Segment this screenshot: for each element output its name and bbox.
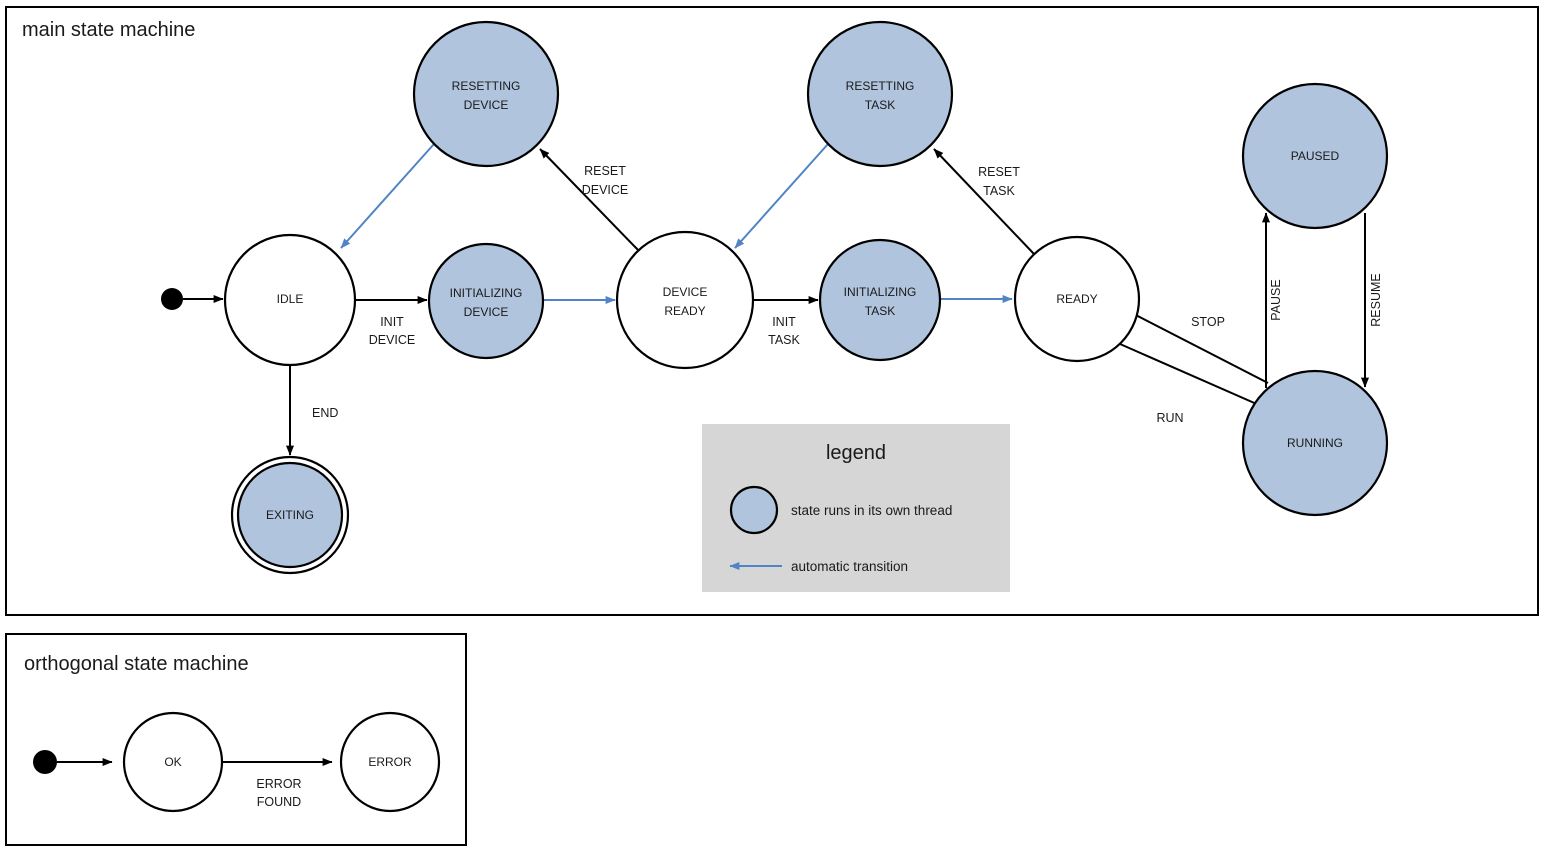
state-label-line1: DEVICE <box>663 285 708 299</box>
state-label-line2: DEVICE <box>464 98 509 112</box>
state-label-line1: RESETTING <box>846 79 915 93</box>
state-circle <box>806 20 954 168</box>
legend-item-label: state runs in its own thread <box>791 503 952 518</box>
edge-ready-to-running <box>1119 343 1269 410</box>
state-label-line1: INITIALIZING <box>450 286 523 300</box>
state-label-line1: PAUSED <box>1291 149 1340 163</box>
state-initializing-task[interactable]: INITIALIZING TASK <box>818 238 942 362</box>
edge-resetting-task-to-device-ready <box>734 143 829 249</box>
state-error[interactable]: ERROR <box>339 711 441 813</box>
state-label-line1: RUNNING <box>1287 436 1343 450</box>
state-label-line2: READY <box>664 304 705 318</box>
state-label-line2: TASK <box>865 304 895 318</box>
state-idle[interactable]: IDLE <box>223 233 357 367</box>
edge-label-resume: RESUME <box>1369 273 1383 326</box>
state-exiting[interactable]: EXITING <box>230 455 350 575</box>
state-resetting-device[interactable]: RESETTING DEVICE <box>412 20 560 168</box>
state-paused[interactable]: PAUSED <box>1241 82 1389 230</box>
state-circle <box>1241 369 1389 517</box>
edge-label-reset-device-l2: DEVICE <box>582 183 629 197</box>
state-label-line1: READY <box>1056 292 1097 306</box>
state-label-line1: RESETTING <box>452 79 521 93</box>
edge-label-pause: PAUSE <box>1269 279 1283 320</box>
state-circle <box>1241 82 1389 230</box>
state-initializing-device[interactable]: INITIALIZING DEVICE <box>427 242 545 360</box>
main-frame-title: main state machine <box>22 19 195 41</box>
edge-label-end: END <box>312 406 338 420</box>
state-label-line1: ERROR <box>368 755 412 769</box>
edge-device-ready-to-resetting-device <box>539 148 641 253</box>
edge-label-init-task-l2: TASK <box>768 333 800 347</box>
state-circle <box>427 242 545 360</box>
edge-label-run: RUN <box>1156 411 1183 425</box>
edge-label-reset-device-l1: RESET <box>584 164 626 178</box>
state-device-ready[interactable]: DEVICE READY <box>615 230 755 370</box>
state-circle <box>339 711 441 813</box>
legend-item-label: automatic transition <box>791 559 908 574</box>
edge-ready-to-resetting-task <box>933 148 1035 255</box>
state-label-line2: DEVICE <box>464 305 509 319</box>
edge-label-error-found-l2: FOUND <box>257 795 301 809</box>
state-circle <box>1013 235 1141 363</box>
edge-resetting-device-to-idle <box>340 143 435 249</box>
state-circle <box>122 711 224 813</box>
legend-item-thread-state: state runs in its own thread <box>729 485 952 535</box>
edge-label-error-found-l1: ERROR <box>256 777 301 791</box>
legend-item-auto-transition: automatic transition <box>729 559 908 574</box>
state-label-line1: EXITING <box>266 508 314 522</box>
edge-label-init-device-l2: DEVICE <box>369 333 416 347</box>
legend-thread-state-circle-icon <box>729 485 779 535</box>
state-ready[interactable]: READY <box>1013 235 1141 363</box>
state-circle <box>615 230 755 370</box>
edge-running-to-ready <box>1127 310 1269 384</box>
edge-label-init-device-l1: INIT <box>380 315 404 329</box>
state-circle <box>236 461 344 569</box>
orthogonal-initial-state-dot <box>33 750 57 774</box>
legend-title: legend <box>826 442 886 464</box>
edge-label-stop: STOP <box>1191 315 1225 329</box>
state-resetting-task[interactable]: RESETTING TASK <box>806 20 954 168</box>
legend: legend state runs in its own thread auto… <box>702 424 1010 592</box>
state-label-line1: IDLE <box>277 292 304 306</box>
state-label-line1: OK <box>164 755 181 769</box>
state-ok[interactable]: OK <box>122 711 224 813</box>
initial-state-dot <box>161 288 183 310</box>
state-circle <box>818 238 942 362</box>
state-circle <box>412 20 560 168</box>
state-running[interactable]: RUNNING <box>1241 369 1389 517</box>
edge-label-init-task-l1: INIT <box>772 315 796 329</box>
edge-label-reset-task-l1: RESET <box>978 165 1020 179</box>
state-label-line2: TASK <box>865 98 895 112</box>
state-circle <box>223 233 357 367</box>
edge-label-reset-task-l2: TASK <box>983 184 1015 198</box>
orthogonal-frame-title: orthogonal state machine <box>24 653 249 675</box>
state-label-line1: INITIALIZING <box>844 285 917 299</box>
